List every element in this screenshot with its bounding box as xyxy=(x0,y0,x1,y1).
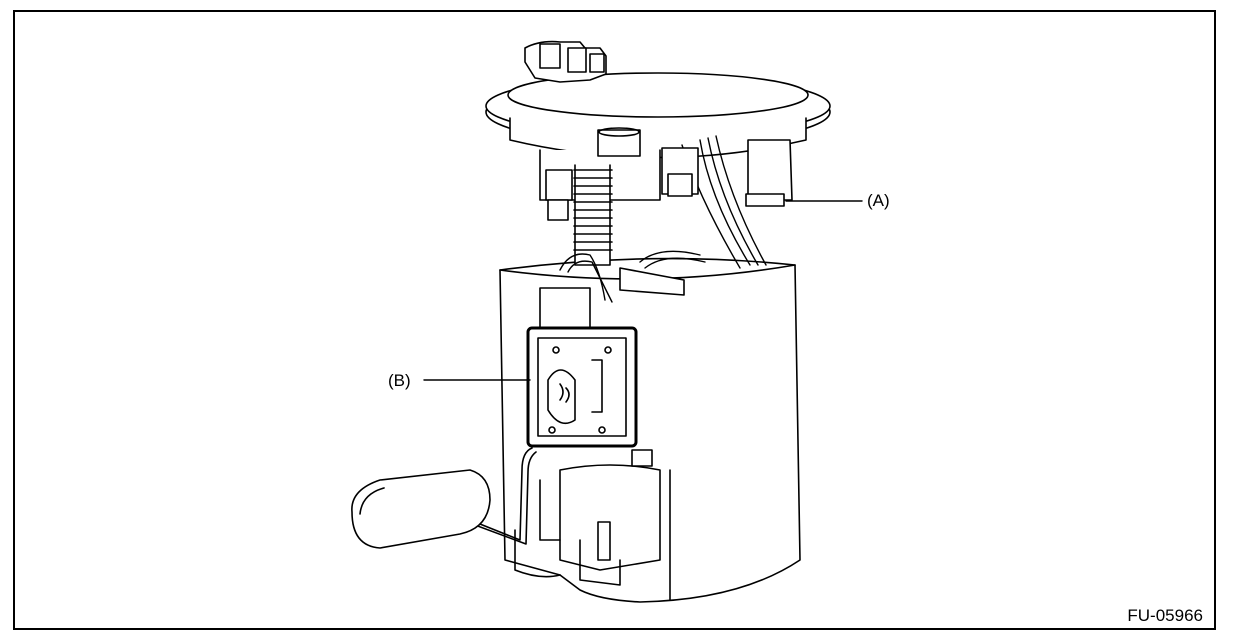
figure-id: FU-05966 xyxy=(1127,606,1203,625)
side-connector xyxy=(545,169,573,221)
flange-connector xyxy=(524,40,607,83)
corrugated-hose xyxy=(573,164,613,266)
float xyxy=(351,469,491,549)
harness-connector-a xyxy=(661,139,793,207)
callout-label-a: (A) xyxy=(867,191,890,210)
callout-label-b: (B) xyxy=(388,371,411,390)
canister-clip xyxy=(619,267,685,296)
fuel-level-sender xyxy=(526,287,638,448)
float-arm xyxy=(379,447,537,545)
reservoir-details xyxy=(514,449,661,586)
